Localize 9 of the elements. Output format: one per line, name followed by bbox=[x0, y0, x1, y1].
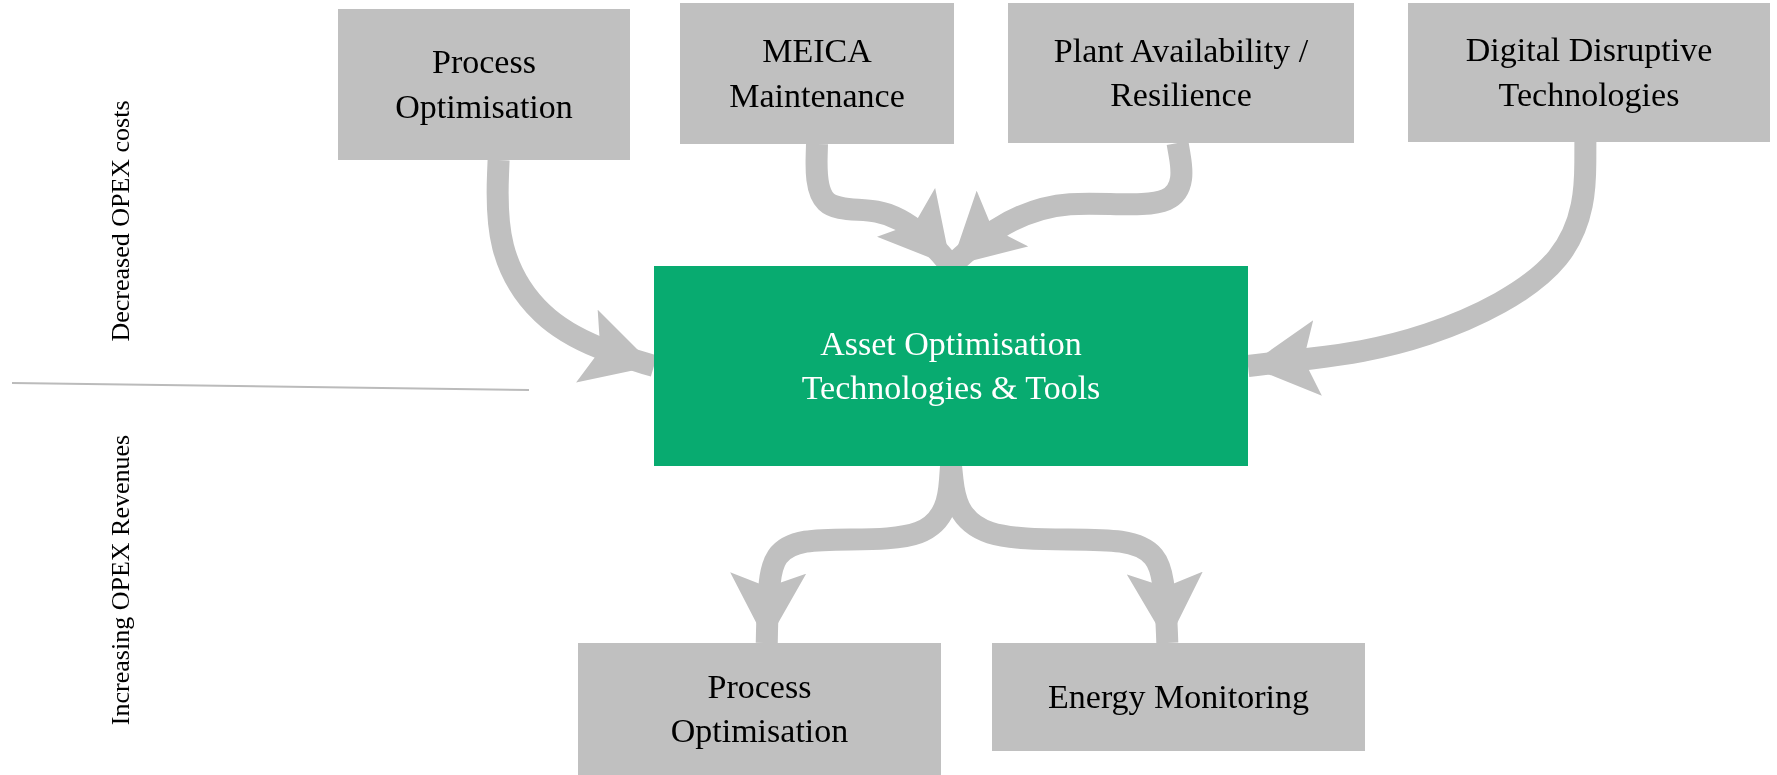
topic-box: Process Optimisation bbox=[578, 643, 941, 775]
topic-box: Plant Availability / Resilience bbox=[1008, 3, 1354, 143]
side-label: Increasing OPEX Revenues bbox=[106, 434, 136, 726]
topic-box: Digital Disruptive Technologies bbox=[1408, 3, 1770, 142]
topic-box: MEICA Maintenance bbox=[680, 3, 954, 144]
side-label: Decreased OPEX costs bbox=[106, 100, 136, 342]
central-box: Asset Optimisation Technologies & Tools bbox=[654, 266, 1248, 466]
topic-box: Energy Monitoring bbox=[992, 643, 1365, 751]
topic-box: Process Optimisation bbox=[338, 9, 630, 160]
